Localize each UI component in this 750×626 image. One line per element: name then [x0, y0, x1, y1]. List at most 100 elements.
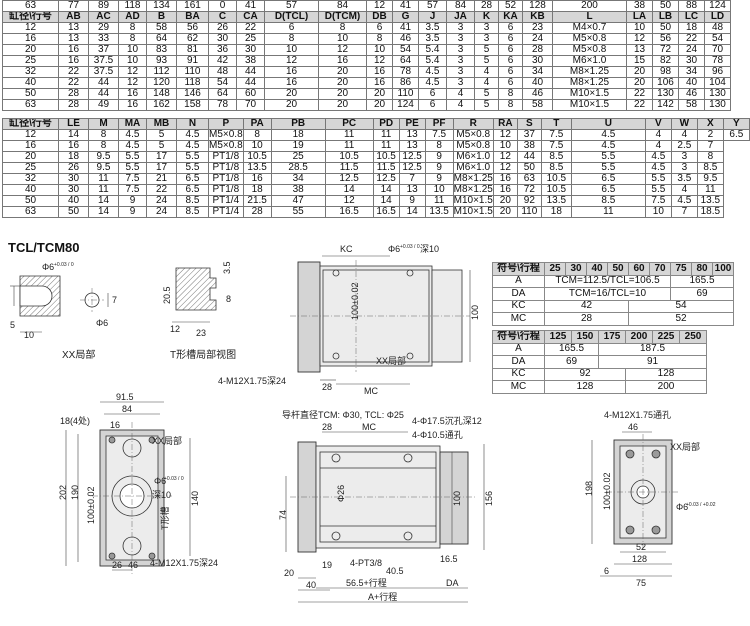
top-kc-label: KC	[340, 244, 353, 254]
front-h190: 190	[70, 485, 80, 500]
side-dim-19: 19	[322, 560, 332, 570]
side-view: 导杆直径TCM: Φ30, TCL: Φ25 28 MC 4-Φ17.5沉孔深1…	[278, 409, 494, 603]
detail-t-dim-20-5: 20.5	[162, 286, 172, 304]
end-hole: Φ6	[676, 502, 688, 512]
side-dim-40: 40	[306, 580, 316, 590]
spec-cell: M10×1.5	[552, 99, 627, 111]
front-xx-label: XX局部	[152, 435, 182, 446]
stroke-header-cell: 200	[625, 330, 653, 344]
stroke-cell: 52	[628, 312, 734, 326]
spec-cell: 162	[146, 99, 177, 111]
top-hole-label: Φ6	[388, 244, 400, 254]
stroke-header-cell: 符号\行程	[492, 330, 545, 344]
top-depth-label: 深10	[420, 244, 439, 254]
detail-xx-dim-5: 5	[10, 320, 15, 330]
front-h202: 202	[58, 485, 68, 500]
side-d26: Φ26	[336, 485, 346, 502]
spec-cell: M10×1.5	[452, 206, 494, 218]
end-w128: 128	[632, 554, 647, 564]
end-w75: 75	[636, 578, 646, 588]
spec-cell: 4	[446, 99, 475, 111]
side-dim-56-5: 56.5+行程	[346, 577, 387, 588]
end-h100: 100±0.02	[602, 473, 612, 510]
spec-cell: 5	[474, 99, 499, 111]
section-title: TCL/TCM80	[8, 240, 80, 255]
stroke-header-cell: 50	[607, 262, 629, 276]
spec-cell: 78	[208, 99, 237, 111]
front-h100: 100±0.02	[86, 487, 96, 524]
side-dim-40-5: 40.5	[386, 566, 404, 576]
top-view: KC Φ6 +0.03 / 0 深10 100±0.02 100 XX局部 4-…	[218, 244, 480, 396]
end-w52: 52	[636, 542, 646, 552]
front-view: 91.5 84 18(4处) 16 XX局部 202 190 100±0.02 …	[58, 392, 218, 576]
side-da-label: DA	[446, 578, 459, 588]
front-w91-5: 91.5	[116, 392, 134, 402]
detail-t-caption: T形槽局部视图	[170, 348, 236, 361]
top-hole-tol: +0.03 / 0	[400, 244, 420, 250]
side-h74: 74	[278, 510, 288, 520]
side-guide-label: 导杆直径TCM: Φ30, TCL: Φ25	[282, 409, 404, 420]
stroke-header-cell: 25	[544, 262, 566, 276]
spec-cell: 124	[392, 99, 419, 111]
front-t-slot: T形槽	[159, 507, 170, 531]
spec-cell: 8	[696, 151, 724, 163]
detail-xx-hole-tol: +0.03 / 0	[54, 262, 74, 268]
detail-xx-dim-7: 7	[112, 295, 117, 305]
side-dim-20: 20	[284, 568, 294, 578]
end-w6: 6	[604, 566, 609, 576]
spec-cell: 58	[522, 99, 553, 111]
detail-xx-caption: XX局部	[62, 348, 95, 361]
spec-cell: 130	[704, 99, 731, 111]
detail-t-dim-8: 8	[226, 294, 231, 304]
spec-cell: JA	[446, 11, 475, 23]
end-h198: 198	[584, 481, 594, 496]
side-cbore: 4-Φ17.5沉孔深12	[412, 416, 482, 426]
detail-t-dim-23: 23	[196, 328, 206, 338]
spec-cell: 158	[176, 99, 209, 111]
detail-xx-view: Φ6 +0.03 / 0 5 10 7 Φ6 XX局部	[10, 262, 117, 361]
side-h156: 156	[484, 491, 494, 506]
end-w46: 46	[628, 422, 638, 432]
stroke-header-cell: 60	[628, 262, 650, 276]
front-w16: 16	[110, 420, 120, 430]
spec-cell: 20	[366, 99, 393, 111]
stroke-header-cell: 75	[670, 262, 692, 276]
side-port: 4-PT3/8	[350, 558, 382, 568]
front-w18: 18(4处)	[60, 415, 90, 426]
spec-cell: 28	[242, 206, 272, 218]
detail-t-slot-view: 3.5 20.5 8 12 23 T形槽局部视图	[162, 261, 236, 361]
spec-cell: 6.5	[722, 129, 750, 141]
front-depth: 深10	[152, 490, 171, 500]
spec-cell: 6	[418, 99, 447, 111]
stroke-header-cell: 125	[544, 330, 572, 344]
spec-cell: 16.5	[324, 206, 374, 218]
stroke-cell: 200	[625, 380, 707, 394]
stroke-header-cell: 225	[652, 330, 680, 344]
side-dim-28: 28	[322, 422, 332, 432]
top-thread-label: 4-M12X1.75深24	[218, 376, 286, 386]
side-h100: 100	[452, 491, 462, 506]
top-height-dim: 100	[470, 305, 480, 320]
front-w84: 84	[122, 404, 132, 414]
spec-cell: 8.5	[176, 206, 209, 218]
front-w26: 26	[112, 560, 122, 570]
stroke-cell: 28	[544, 312, 629, 326]
detail-t-dim-12: 12	[170, 324, 180, 334]
